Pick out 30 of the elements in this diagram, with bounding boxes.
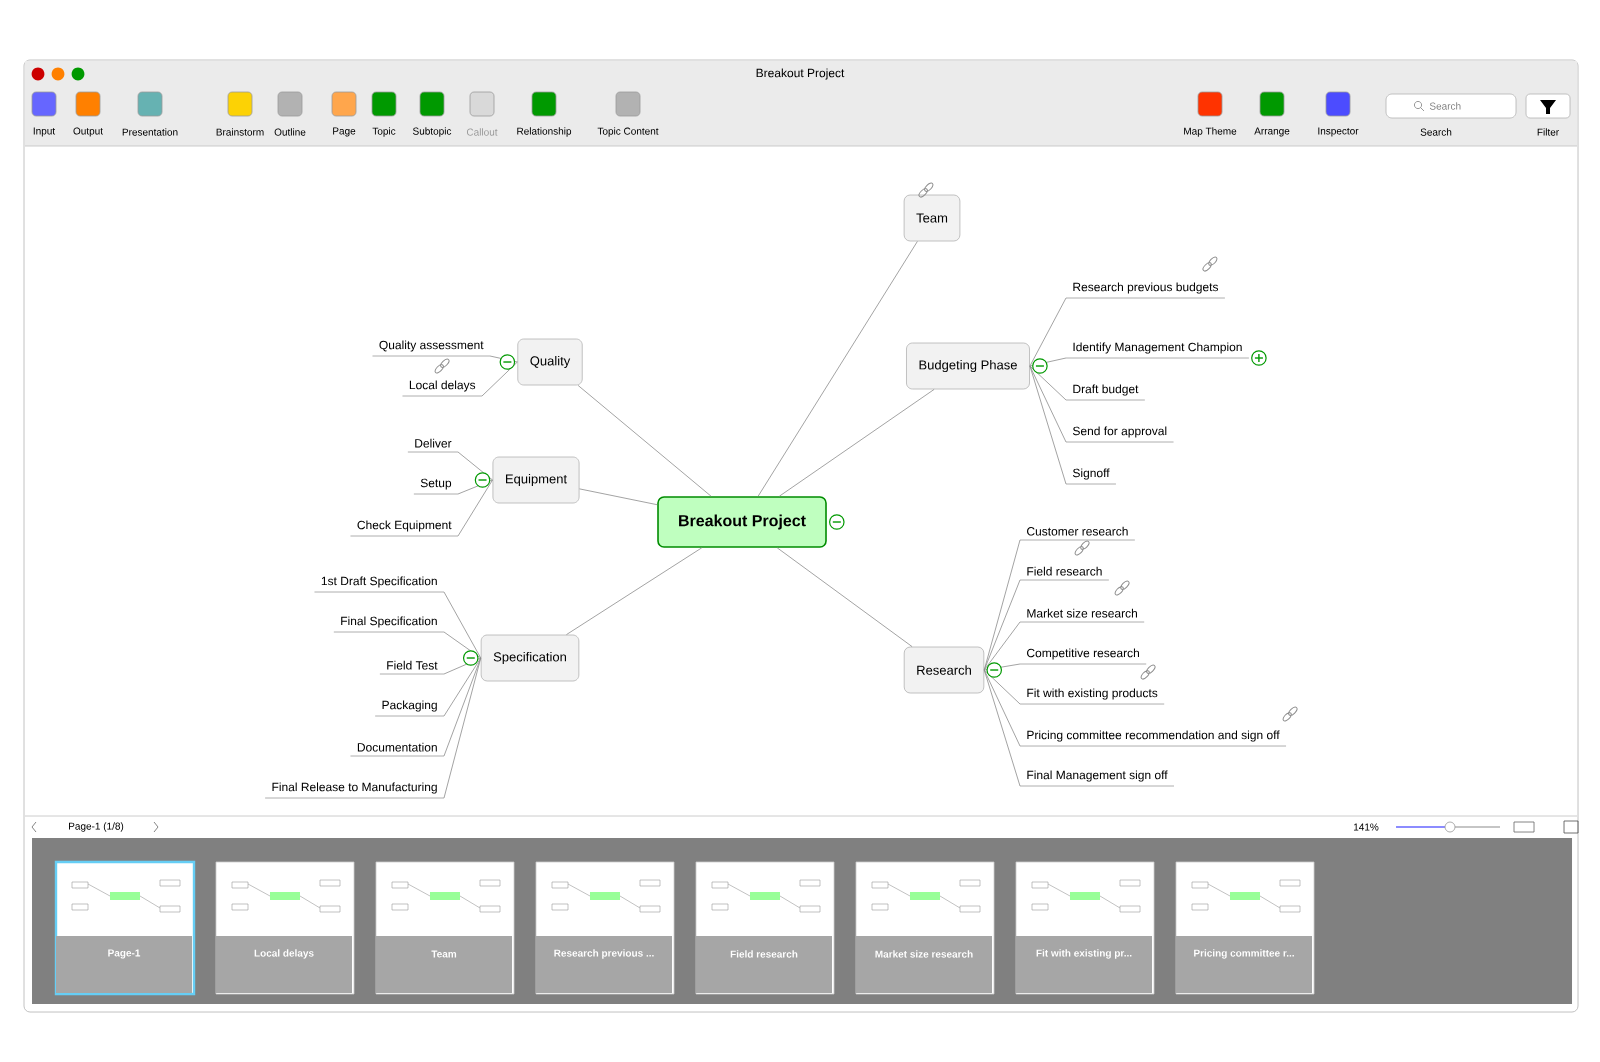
connector-line [457, 451, 493, 481]
connector-line [457, 479, 493, 495]
connector-line [443, 631, 482, 659]
connector-line [443, 657, 482, 717]
connector-line [443, 591, 482, 659]
connector-line [579, 488, 658, 506]
connector-line [443, 657, 482, 799]
connector-line [983, 579, 1021, 671]
central-topic-box: Breakout Project [657, 496, 827, 548]
connector-line [776, 547, 913, 647]
connector-line [983, 669, 1021, 705]
connector-line [566, 547, 703, 635]
connector-line [1029, 365, 1067, 485]
connector-line [983, 663, 1021, 671]
connector-line [1029, 365, 1067, 443]
connector-line [1029, 357, 1067, 367]
connector-line [983, 669, 1021, 747]
connector-line [1029, 297, 1067, 367]
connector-line [778, 389, 935, 497]
connector-line [481, 361, 518, 397]
connector-line [577, 385, 712, 497]
connector-line [457, 479, 493, 537]
connector-line [983, 669, 1021, 787]
connector-line [983, 539, 1021, 671]
connector-line [983, 621, 1021, 671]
connector-line [443, 657, 482, 757]
connector-line [1029, 365, 1067, 401]
connector-line [443, 657, 482, 675]
connector-line [757, 241, 918, 497]
connector-line [489, 355, 518, 363]
